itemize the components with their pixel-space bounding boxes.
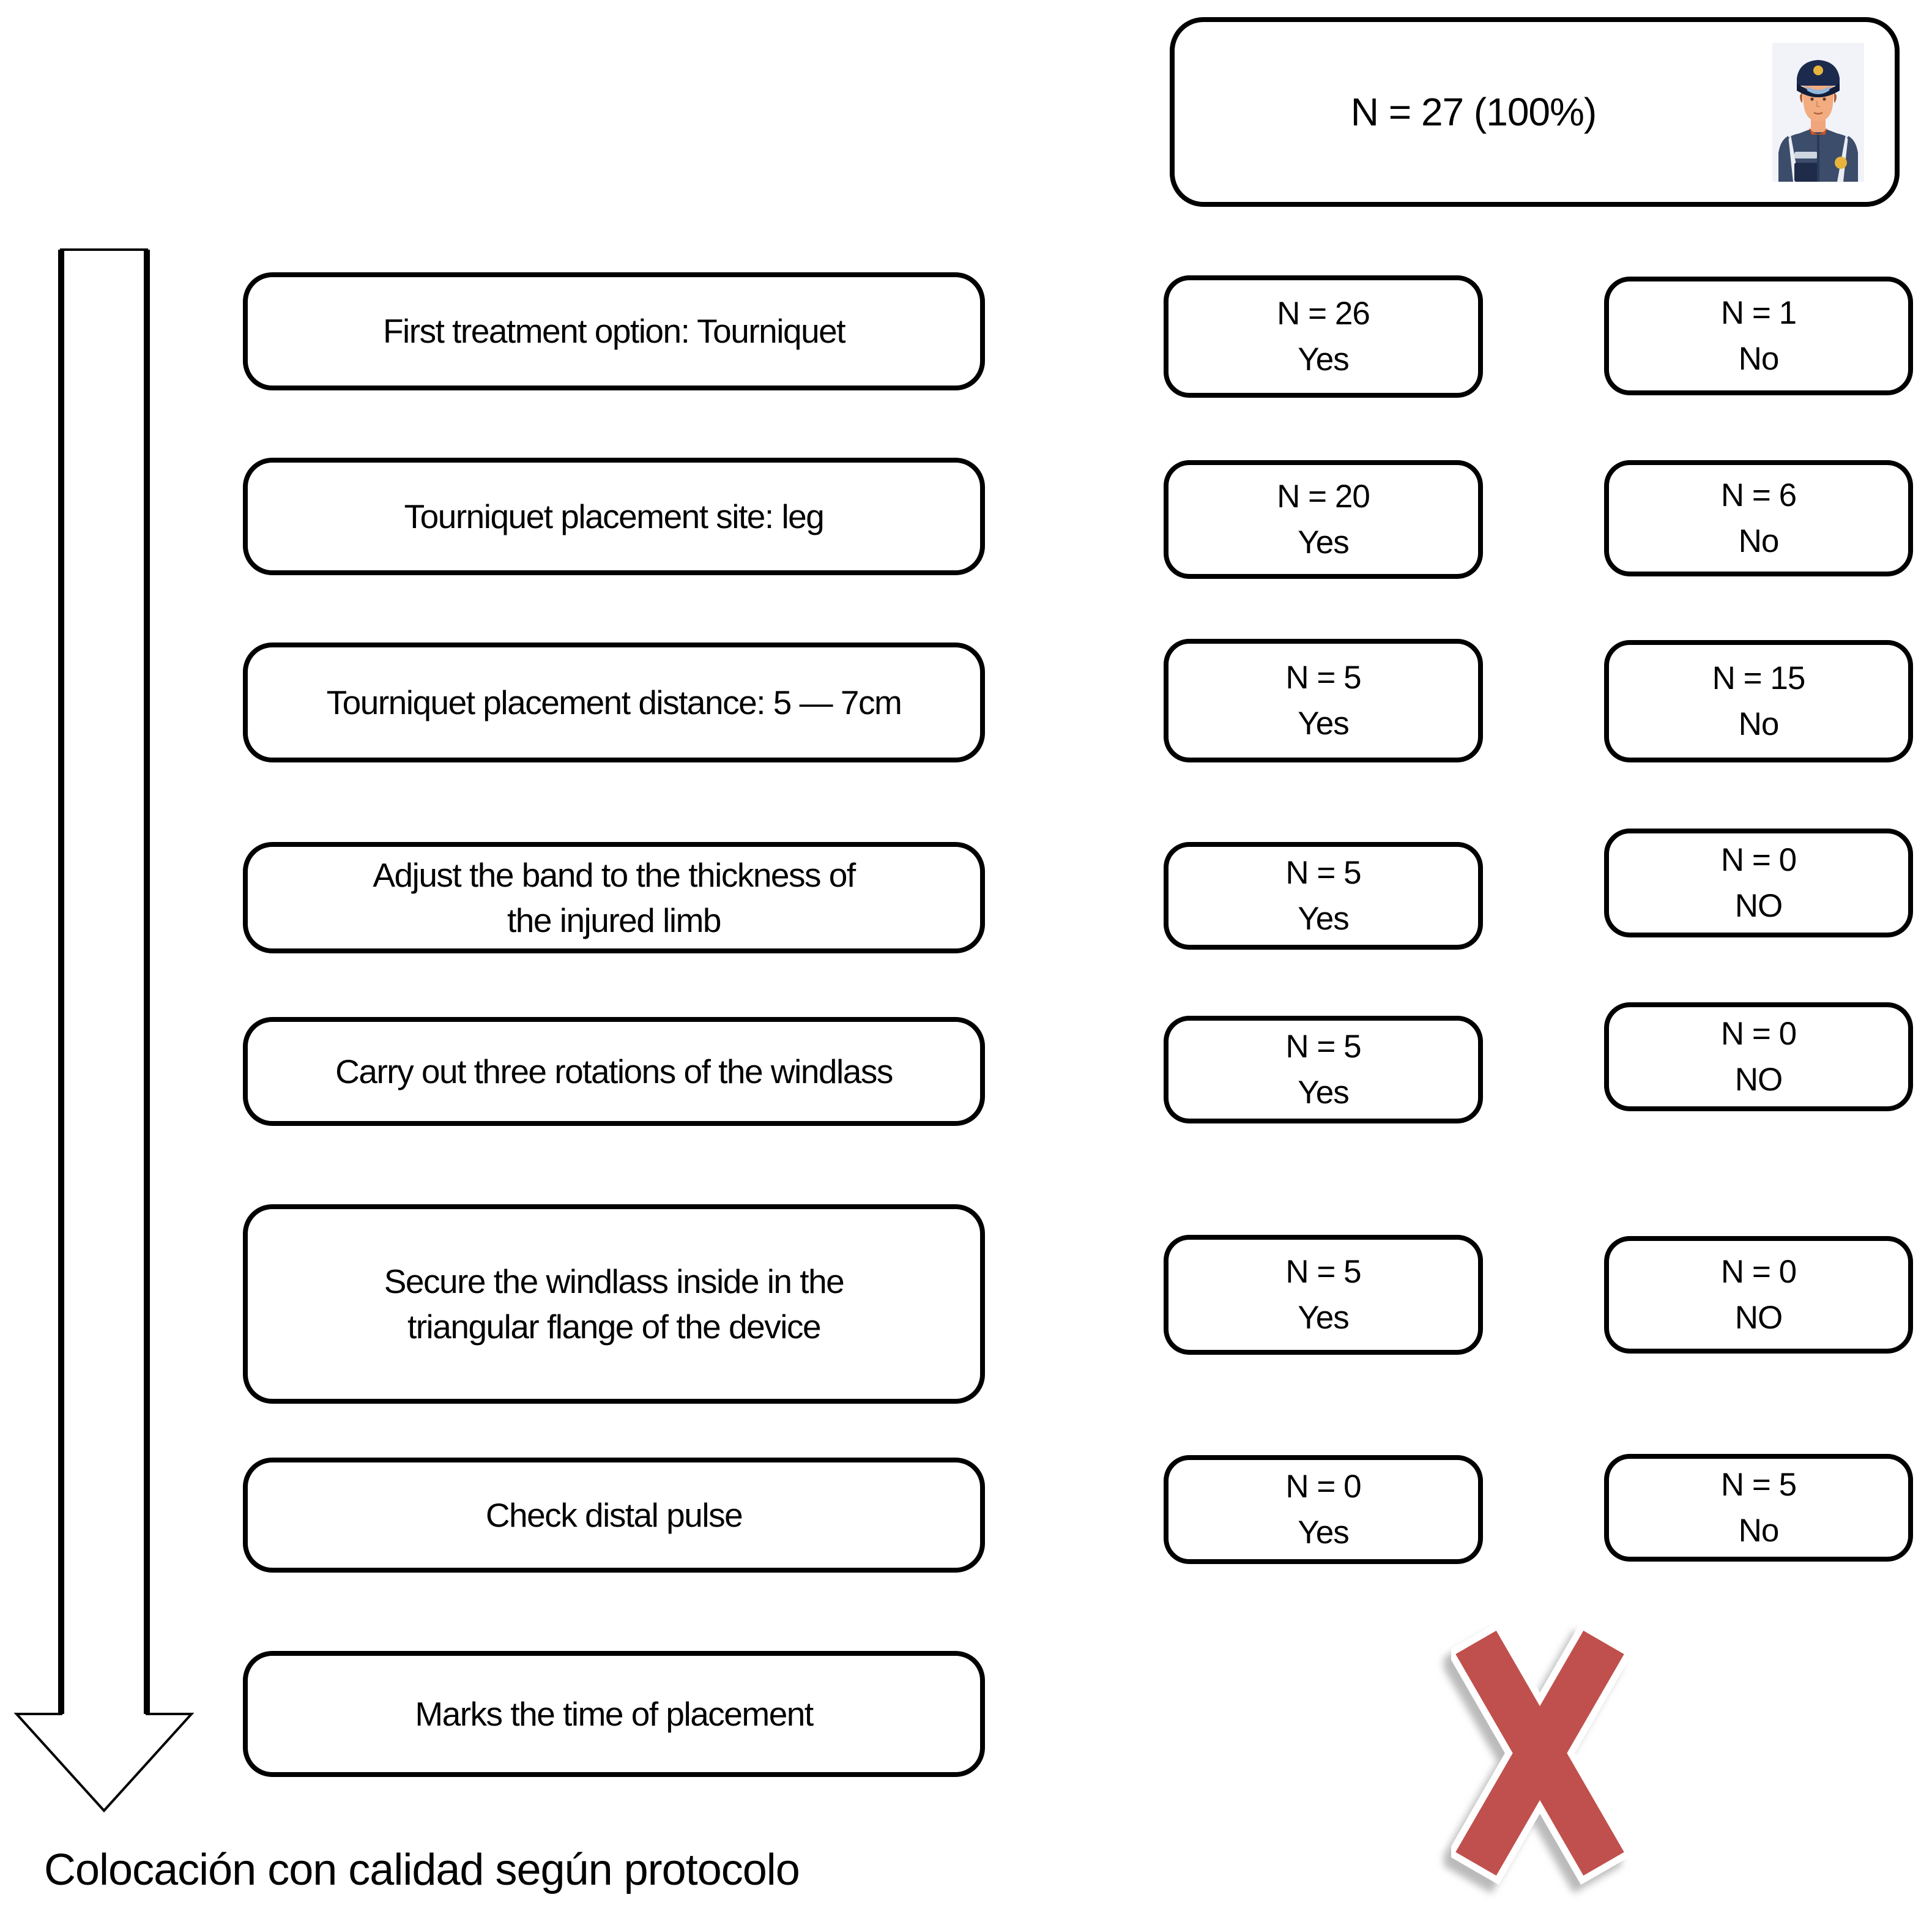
step-label: First treatment option: Tourniquet <box>382 312 846 351</box>
no-word: No <box>1738 706 1780 742</box>
yes-n: N = 5 <box>1285 1028 1361 1065</box>
total-box: N = 27 (100%) <box>1170 17 1900 207</box>
no-word: No <box>1738 523 1780 559</box>
no-word: No <box>1738 1513 1780 1549</box>
yes-box-3: N = 5 Yes <box>1164 639 1483 762</box>
no-box-2: N = 6 No <box>1604 460 1913 576</box>
total-label: N = 27 (100%) <box>1350 90 1597 134</box>
step-label: Tourniquet placement site: leg <box>404 497 825 535</box>
no-box-4: N = 0 NO <box>1604 829 1913 937</box>
yes-word: Yes <box>1298 1300 1349 1336</box>
no-n: N = 1 <box>1720 294 1797 331</box>
step-label: Check distal pulse <box>485 1496 743 1534</box>
x-mark-icon <box>1451 1621 1629 1885</box>
no-box-7: N = 5 No <box>1604 1454 1913 1562</box>
yes-box-1: N = 26 Yes <box>1164 275 1483 398</box>
yes-box-6: N = 5 Yes <box>1164 1235 1483 1355</box>
yes-word: Yes <box>1298 341 1349 378</box>
yes-box-2: N = 20 Yes <box>1164 460 1483 579</box>
yes-box-7: N = 0 Yes <box>1164 1455 1483 1564</box>
step-label: Secure the windlass inside in the triang… <box>384 1262 845 1346</box>
step-box-4: Adjust the band to the thickness of the … <box>243 842 985 953</box>
no-word: NO <box>1734 1300 1783 1336</box>
step-box-2: Tourniquet placement site: leg <box>243 458 985 575</box>
figure-caption: Colocación con calidad según protocolo <box>44 1846 800 1894</box>
police-officer-icon <box>1772 42 1864 182</box>
no-n: N = 5 <box>1720 1466 1797 1503</box>
yes-n: N = 0 <box>1285 1468 1361 1505</box>
yes-n: N = 20 <box>1277 478 1370 515</box>
no-n: N = 15 <box>1712 660 1806 696</box>
no-box-5: N = 0 NO <box>1604 1002 1913 1111</box>
no-n: N = 6 <box>1720 477 1797 513</box>
step-label: Carry out three rotations of the windlas… <box>335 1052 893 1090</box>
step-box-8: Marks the time of placement <box>243 1651 985 1777</box>
no-n: N = 0 <box>1720 1015 1797 1052</box>
no-word: NO <box>1734 888 1783 924</box>
no-box-6: N = 0 NO <box>1604 1236 1913 1354</box>
step-label: Tourniquet placement distance: 5 — 7cm <box>326 683 902 721</box>
step-box-6: Secure the windlass inside in the triang… <box>243 1204 985 1404</box>
step-box-3: Tourniquet placement distance: 5 — 7cm <box>243 643 985 762</box>
step-box-5: Carry out three rotations of the windlas… <box>243 1017 985 1126</box>
yes-word: Yes <box>1298 1075 1349 1111</box>
no-word: NO <box>1734 1062 1783 1098</box>
yes-n: N = 5 <box>1285 659 1361 696</box>
yes-word: Yes <box>1298 901 1349 937</box>
step-label: Marks the time of placement <box>415 1694 814 1733</box>
down-arrow-icon <box>13 248 195 1812</box>
no-word: No <box>1738 341 1780 377</box>
yes-word: Yes <box>1298 524 1349 561</box>
no-box-3: N = 15 No <box>1604 640 1913 762</box>
no-n: N = 0 <box>1720 1253 1797 1290</box>
yes-box-5: N = 5 Yes <box>1164 1016 1483 1123</box>
step-box-1: First treatment option: Tourniquet <box>243 272 985 390</box>
yes-word: Yes <box>1298 1514 1349 1551</box>
yes-n: N = 5 <box>1285 1253 1361 1290</box>
step-box-7: Check distal pulse <box>243 1458 985 1573</box>
no-n: N = 0 <box>1720 841 1797 878</box>
step-label: Adjust the band to the thickness of the … <box>373 855 856 939</box>
no-box-1: N = 1 No <box>1604 277 1913 395</box>
yes-n: N = 26 <box>1277 295 1370 332</box>
yes-word: Yes <box>1298 706 1349 742</box>
yes-n: N = 5 <box>1285 854 1361 891</box>
yes-box-4: N = 5 Yes <box>1164 842 1483 950</box>
